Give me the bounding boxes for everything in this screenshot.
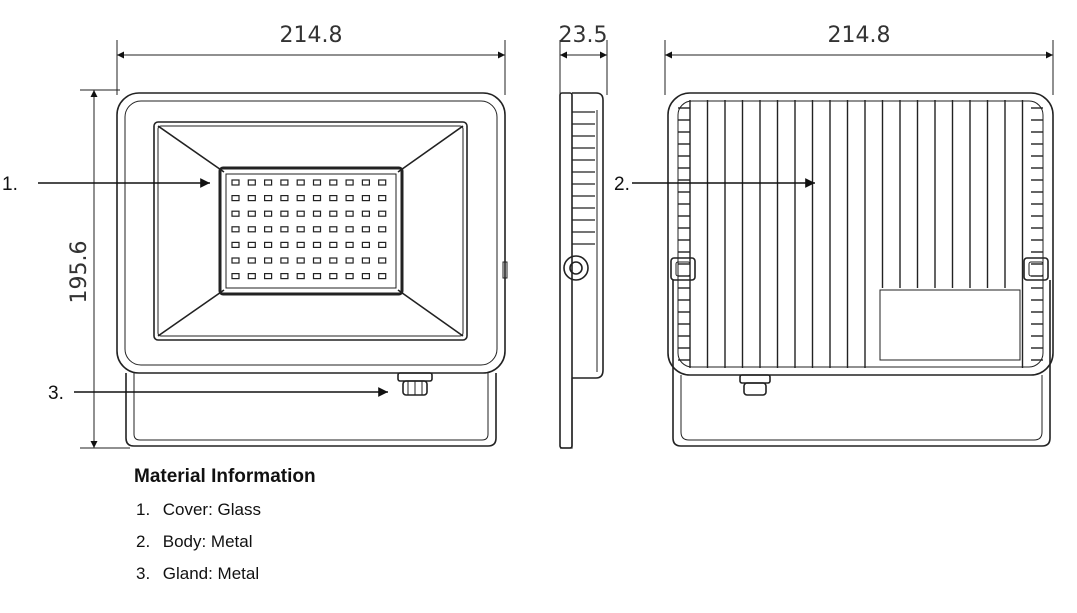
led-chip (361, 257, 370, 264)
led-chip (231, 273, 240, 280)
led-chip (361, 273, 370, 280)
led-chip (280, 241, 289, 248)
led-chip (280, 273, 289, 280)
led-chip (345, 195, 354, 202)
led-chip (296, 179, 305, 186)
material-item: 1. Cover: Glass (134, 500, 316, 520)
led-chip (231, 257, 240, 264)
led-chip (296, 195, 305, 202)
front-view (80, 40, 508, 449)
led-chip (296, 226, 305, 233)
front-height-dimension: 195.6 (67, 241, 92, 304)
led-chip (345, 210, 354, 217)
led-chip (264, 273, 273, 280)
led-chip (296, 241, 305, 248)
led-chip (296, 257, 305, 264)
material-item-text: Cover: Glass (162, 500, 261, 519)
led-chip (345, 226, 354, 233)
led-chip (247, 257, 256, 264)
led-grid (231, 179, 387, 280)
led-chip (329, 241, 338, 248)
led-chip (264, 179, 273, 186)
led-chip (280, 179, 289, 186)
led-chip (264, 257, 273, 264)
side-view (559, 40, 608, 449)
led-chip (296, 210, 305, 217)
led-chip (378, 179, 387, 186)
led-chip (345, 179, 354, 186)
led-chip (312, 273, 322, 280)
led-chip (312, 210, 322, 217)
led-chip (345, 257, 354, 264)
led-chip (264, 195, 273, 202)
led-chip (231, 226, 240, 233)
led-chip (280, 257, 289, 264)
led-chip (378, 273, 387, 280)
led-chip (264, 210, 273, 217)
led-chip (345, 273, 354, 280)
led-chip (247, 210, 256, 217)
callout-3-label: 3. (48, 383, 64, 404)
led-chip (280, 210, 289, 217)
led-chip (264, 226, 273, 233)
led-chip (280, 226, 289, 233)
led-chip (361, 226, 370, 233)
material-item-text: Gland: Metal (162, 564, 260, 583)
led-chip (345, 241, 354, 248)
led-chip (231, 241, 240, 248)
side-fins (572, 111, 595, 245)
led-chip (280, 195, 289, 202)
led-chip (361, 210, 370, 217)
front-width-dimension: 214.8 (280, 23, 343, 48)
led-chip (247, 241, 256, 248)
led-chip (312, 257, 322, 264)
material-list: 1. Cover: Glass 2. Body: Metal 3. Gland:… (134, 500, 316, 584)
led-chip (378, 210, 387, 217)
material-item-text: Body: Metal (162, 532, 253, 551)
led-chip (329, 195, 338, 202)
led-chip (264, 241, 273, 248)
back-width-dimension: 214.8 (828, 23, 891, 48)
led-chip (312, 179, 322, 186)
led-chip (247, 273, 256, 280)
led-chip (378, 226, 387, 233)
led-chip (231, 210, 240, 217)
led-chip (247, 195, 256, 202)
led-chip (312, 195, 322, 202)
led-chip (361, 195, 370, 202)
led-chip (231, 179, 240, 186)
callout-1-label: 1. (2, 174, 18, 195)
led-chip (296, 273, 305, 280)
led-chip (329, 257, 338, 264)
led-chip (312, 241, 322, 248)
led-chip (329, 273, 338, 280)
material-information-title: Material Information (134, 466, 316, 487)
led-chip (231, 195, 240, 202)
side-depth-dimension: 23.5 (559, 23, 608, 48)
led-chip (361, 241, 370, 248)
led-chip (378, 241, 387, 248)
material-item: 3. Gland: Metal (134, 564, 316, 584)
material-item-number: 3. (136, 564, 151, 583)
back-view (664, 40, 1054, 447)
led-chip (329, 210, 338, 217)
led-chip (329, 226, 338, 233)
callout-2-label: 2. (614, 174, 630, 195)
material-item: 2. Body: Metal (134, 532, 316, 552)
material-item-number: 2. (136, 532, 151, 551)
led-chip (361, 179, 370, 186)
led-chip (312, 226, 322, 233)
material-information: Material Information 1. Cover: Glass 2. … (134, 466, 316, 596)
back-fins (678, 100, 1043, 368)
led-chip (329, 179, 338, 186)
material-item-number: 1. (136, 500, 151, 519)
led-chip (247, 179, 256, 186)
led-chip (378, 195, 387, 202)
led-chip (247, 226, 256, 233)
led-chip (378, 257, 387, 264)
